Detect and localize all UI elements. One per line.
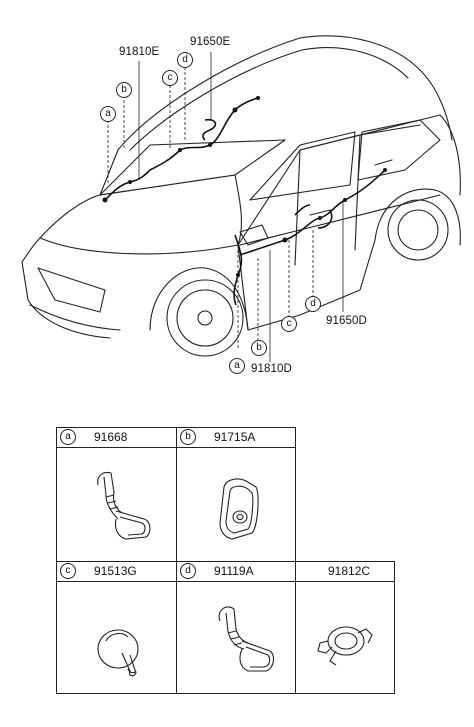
part-letter-b: b: [180, 429, 196, 445]
part-number-91812C: 91812C: [328, 564, 371, 578]
part-number-a: 91668: [94, 430, 128, 444]
callout-91650E: 91650E: [190, 36, 231, 48]
callout-91810D: 91810D: [251, 363, 292, 375]
parts-legend-table: a 91668 b 91715A: [56, 427, 395, 694]
part-letter-d: d: [180, 563, 196, 579]
grommet-91668-icon: [97, 471, 151, 540]
grommet-91119A-icon: [218, 606, 275, 672]
grommet-91812C-icon: [317, 626, 373, 666]
callout-91810E: 91810E: [119, 46, 160, 58]
callout-letter-c-side: c: [281, 316, 297, 332]
part-number-d: 91119A: [214, 564, 254, 578]
callout-letter-a-top: a: [100, 106, 116, 122]
callout-91650D: 91650D: [326, 315, 367, 327]
callout-letter-c-top: c: [162, 70, 178, 86]
part-number-b: 91715A: [214, 430, 256, 444]
part-cell-91812C: 91812C: [296, 561, 395, 693]
part-cell-b: b 91715A: [176, 427, 296, 561]
part-cell-d: d 91119A: [176, 561, 296, 693]
part-letter-c: c: [60, 563, 76, 579]
car-wiring-illustration: [21, 35, 461, 362]
part-number-c: 91513G: [94, 564, 137, 578]
callout-letter-b-top: b: [116, 82, 132, 98]
callout-letter-d-top: d: [177, 52, 193, 68]
part-cell-a: a 91668: [56, 427, 176, 561]
callout-letter-d-side: d: [305, 296, 321, 312]
callout-letter-b-side: b: [251, 340, 267, 356]
part-letter-a: a: [60, 429, 76, 445]
grommet-91513G-icon: [97, 629, 139, 677]
grommet-91715A-icon: [219, 478, 259, 540]
callout-letter-a-side: a: [229, 358, 245, 374]
part-cell-c: c 91513G: [56, 561, 176, 693]
